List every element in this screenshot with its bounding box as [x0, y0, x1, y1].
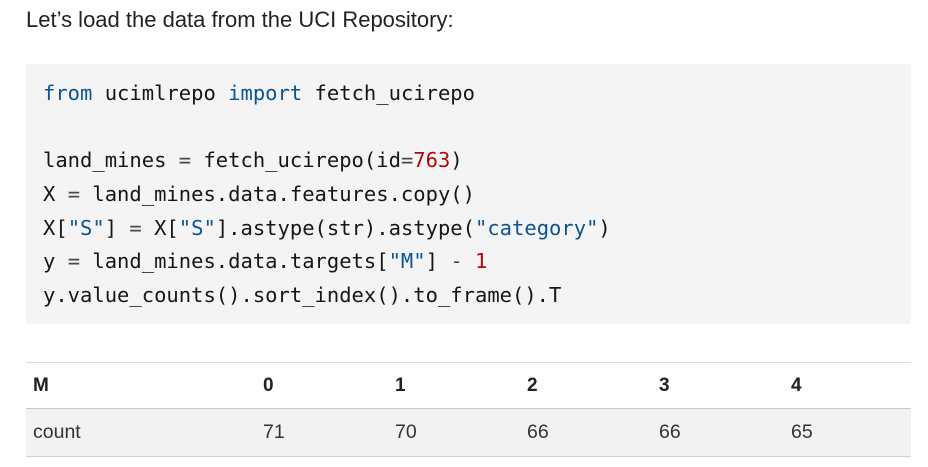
code-number: 1: [475, 249, 488, 274]
code-block[interactable]: from ucimlrepo import fetch_ucirepo land_…: [26, 64, 911, 324]
code-line-2: [43, 111, 611, 145]
table-header-cell: 2: [527, 362, 659, 409]
intro-text: Let’s load the data from the UCI Reposit…: [26, 7, 454, 32]
table-header-cell: M: [26, 362, 263, 409]
code-operator: =: [400, 148, 414, 173]
table-cell: count: [33, 421, 81, 443]
code-operator: =: [129, 215, 142, 240]
code-line-5: X["S"] = X["S"].astype(str).astype("cate…: [43, 212, 611, 246]
keyword-from: from: [43, 81, 93, 105]
code-module: ucimlrepo: [92, 81, 229, 105]
code-text: ): [598, 215, 611, 240]
code-text: land_mines: [43, 148, 179, 173]
table-header-cell: 3: [659, 362, 791, 409]
code-line-1: from ucimlrepo import fetch_ucirepo: [43, 77, 611, 111]
code-operator: =: [67, 182, 81, 207]
code-import-name: fetch_ucirepo: [302, 81, 475, 105]
code-text: X[: [141, 215, 179, 240]
code-text: ): [450, 148, 463, 173]
table-cell: 70: [395, 421, 417, 443]
code-text: land_mines.data.targets[: [80, 249, 389, 274]
table-cell: 66: [659, 421, 681, 443]
code-text: ].astype(str).astype(: [215, 215, 475, 240]
code-text: X: [43, 182, 68, 207]
code-text: y.value_counts().sort_index().to_frame()…: [43, 283, 562, 308]
code-text: [463, 249, 475, 273]
table-header-cell: 0: [263, 362, 395, 409]
output-table: M 0 1 2 3 4 count 71 70 66 66 65: [26, 362, 911, 457]
code-string: "category": [475, 215, 599, 240]
code-string: "S": [67, 215, 105, 240]
table-row: count 71 70 66 66 65: [26, 408, 911, 457]
code-string: "S": [178, 215, 216, 240]
table-cell: 71: [263, 421, 285, 443]
keyword-import: import: [228, 81, 303, 105]
code-number: 763: [413, 148, 451, 173]
code-text: land_mines.data.features.copy(): [80, 182, 475, 207]
code-operator: =: [67, 249, 81, 274]
code-text: ]: [425, 249, 451, 274]
code-operator: =: [178, 148, 192, 173]
code-operator: -: [450, 249, 463, 274]
code-text: X[: [43, 215, 68, 240]
code-content: from ucimlrepo import fetch_ucirepo land_…: [43, 77, 611, 313]
code-line-4: X = land_mines.data.features.copy(): [43, 178, 611, 212]
code-line-7: y.value_counts().sort_index().to_frame()…: [43, 279, 611, 313]
table-cell: 66: [527, 421, 549, 443]
code-line-6: y = land_mines.data.targets["M"] - 1: [43, 245, 611, 279]
code-text: ]: [104, 215, 130, 240]
code-string: "M": [388, 249, 426, 274]
table-cell: 65: [791, 421, 813, 443]
code-text: y: [43, 249, 68, 274]
code-line-3: land_mines = fetch_ucirepo(id=763): [43, 144, 611, 178]
table-header-row: M 0 1 2 3 4: [26, 362, 911, 409]
table-header-cell: 1: [395, 362, 527, 409]
code-text: fetch_ucirepo(id: [191, 148, 401, 173]
table-header-cell: 4: [791, 362, 911, 409]
